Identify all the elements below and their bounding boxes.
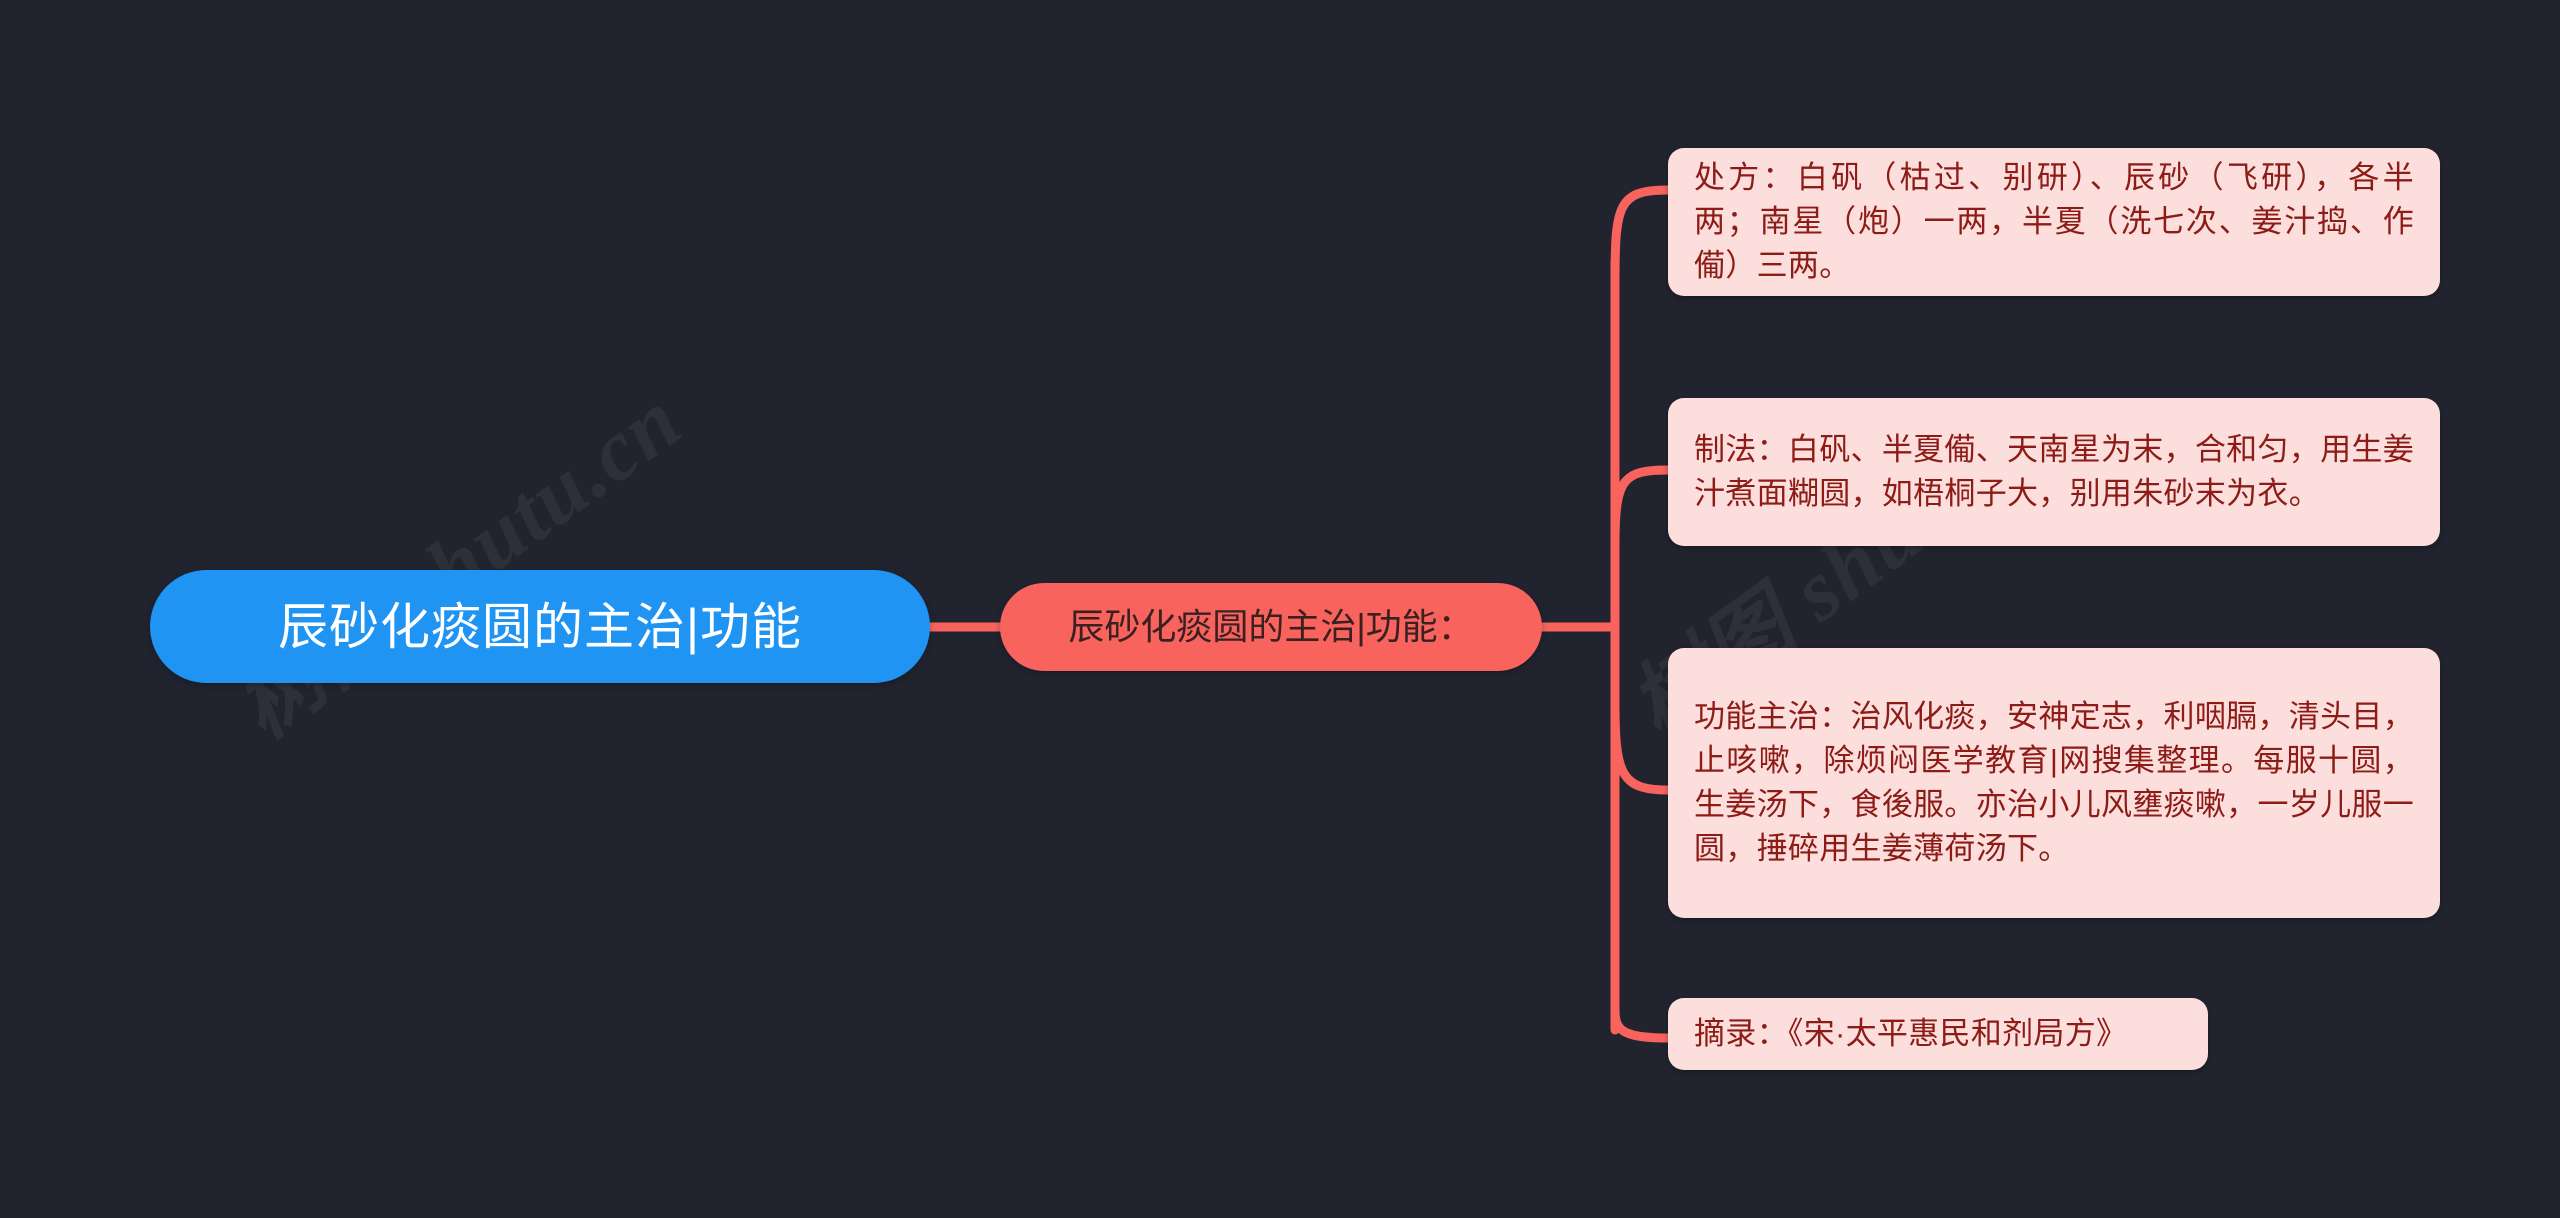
- leaf-node-label: 功能主治：治风化痰，安神定志，利咽膈，清头目，止咳嗽，除烦闷医学教育|网搜集整理…: [1694, 698, 2414, 867]
- root-node[interactable]: 辰砂化痰圆的主治|功能: [150, 570, 930, 683]
- leaf-node-prescription[interactable]: 处方：白矾（枯过、别研）、辰砂（飞研），各半两；南星（炮）一两，半夏（洗七次、姜…: [1668, 148, 2440, 296]
- connector-to-leaf-1: [1610, 465, 1673, 550]
- leaf-node-label: 制法：白矾、半夏僃、天南星为末，合和匀，用生姜汁煮面糊圆，如梧桐子大，别用朱砂末…: [1694, 431, 2414, 511]
- branch-node[interactable]: 辰砂化痰圆的主治|功能：: [1000, 583, 1542, 671]
- connector-to-leaf-2: [1610, 700, 1673, 795]
- connector-to-leaf-0: [1610, 185, 1673, 287]
- leaf-node-label: 摘录：《宋·太平惠民和剂局方》: [1694, 1015, 2128, 1051]
- leaf-node-label: 处方：白矾（枯过、别研）、辰砂（飞研），各半两；南星（炮）一两，半夏（洗七次、姜…: [1694, 159, 2414, 284]
- branch-node-label: 辰砂化痰圆的主治|功能：: [1068, 606, 1474, 647]
- leaf-node-indications[interactable]: 功能主治：治风化痰，安神定志，利咽膈，清头目，止咳嗽，除烦闷医学教育|网搜集整理…: [1668, 648, 2440, 918]
- root-node-label: 辰砂化痰圆的主治|功能: [278, 598, 802, 655]
- leaf-node-preparation[interactable]: 制法：白矾、半夏僃、天南星为末，合和匀，用生姜汁煮面糊圆，如梧桐子大，别用朱砂末…: [1668, 398, 2440, 546]
- connector-to-leaf-3: [1610, 1005, 1673, 1043]
- leaf-node-source[interactable]: 摘录：《宋·太平惠民和剂局方》: [1668, 998, 2208, 1070]
- watermark-left: 树图 shutu.cn: [218, 370, 699, 757]
